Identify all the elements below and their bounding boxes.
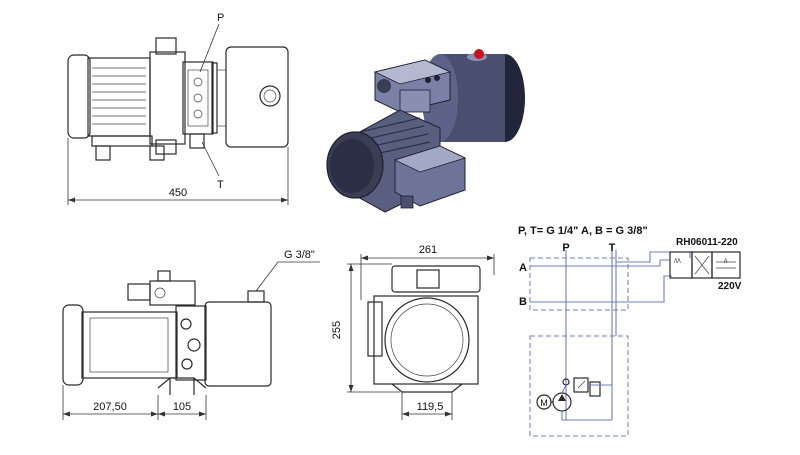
dimension-width: 261	[419, 244, 437, 256]
dimension-base-width: 119,5	[417, 401, 444, 413]
port-spec-label: P, T= G 1/4" A, B = G 3/8"	[518, 225, 648, 237]
top-view-drawing	[67, 23, 289, 205]
schematic-row-a: A	[519, 262, 527, 274]
voltage-label: 220V	[718, 281, 742, 292]
motor-symbol-label: M	[540, 398, 548, 408]
isometric-render	[326, 49, 525, 213]
svg-text:/\: /\	[724, 259, 728, 265]
schematic-col-p: P	[562, 242, 569, 254]
side-view-drawing	[62, 261, 320, 420]
dimension-pump-block: 105	[173, 401, 191, 413]
front-view-drawing	[347, 254, 495, 420]
hydraulic-schematic: /\/\ /\	[529, 250, 741, 437]
svg-text:/\/\: /\/\	[674, 259, 681, 265]
schematic-col-t: T	[609, 242, 616, 254]
port-p-label-top: P	[217, 12, 224, 24]
dimension-height: 255	[331, 321, 343, 339]
fill-port-label: G 3/8"	[284, 249, 315, 261]
valve-code-label: RH06011-220	[676, 237, 738, 248]
schematic-row-b: B	[519, 296, 527, 308]
dimension-motor-length: 207,50	[93, 401, 127, 413]
port-t-label-top: T	[217, 179, 224, 191]
dimension-overall-length: 450	[169, 187, 187, 199]
